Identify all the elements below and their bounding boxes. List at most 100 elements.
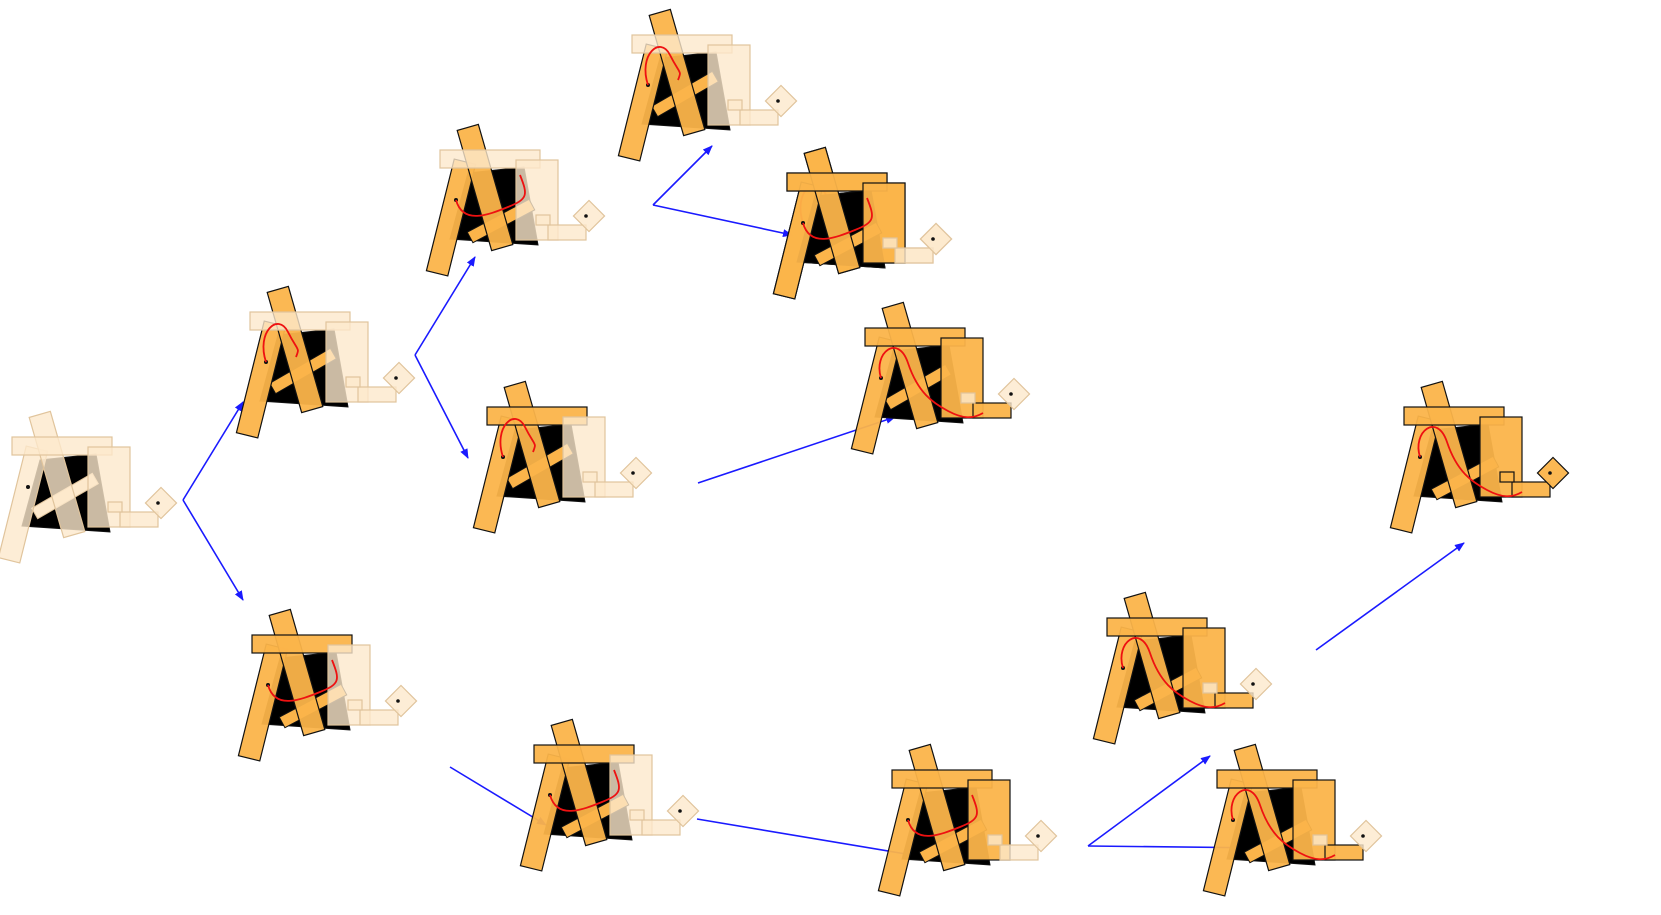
edge-s1-to-s2 xyxy=(414,256,476,356)
foot-block xyxy=(119,511,159,528)
small-plate xyxy=(960,392,976,404)
top-beam xyxy=(864,327,966,347)
corner-block xyxy=(1239,667,1273,701)
state-node-s1 xyxy=(235,285,416,439)
trajectory-path xyxy=(1417,426,1523,498)
corner-dot xyxy=(1548,471,1552,475)
top-beam xyxy=(439,149,541,169)
top-beam xyxy=(251,634,353,654)
corner-dot xyxy=(776,99,780,103)
corner-dot xyxy=(631,471,635,475)
trajectory-path xyxy=(499,418,536,458)
state-node-s11 xyxy=(1092,591,1273,745)
small-plate xyxy=(347,699,363,711)
edge-s2-to-s3 xyxy=(652,145,713,206)
corner-block xyxy=(1536,456,1570,490)
small-plate xyxy=(1499,471,1515,483)
small-plate xyxy=(882,237,898,249)
foot-block xyxy=(594,481,634,498)
top-beam xyxy=(1106,617,1208,637)
foot-block xyxy=(739,109,779,126)
state-node-s12 xyxy=(1202,743,1383,897)
small-plate xyxy=(107,501,123,513)
corner-dot xyxy=(1361,834,1365,838)
trajectory-path xyxy=(1120,637,1226,709)
foot-block xyxy=(357,386,397,403)
state-node-s2 xyxy=(425,123,606,277)
trajectory-path xyxy=(455,174,526,217)
corner-dot xyxy=(156,501,160,505)
state-node-s4 xyxy=(472,380,653,534)
corner-dot xyxy=(396,699,400,703)
trajectory-path xyxy=(644,46,681,86)
state-node-s9 xyxy=(519,718,700,872)
corner-dot xyxy=(1036,834,1040,838)
top-beam xyxy=(249,311,351,331)
state-node-s8 xyxy=(237,608,418,762)
small-plate xyxy=(629,809,645,821)
foot-block xyxy=(641,819,681,836)
corner-block xyxy=(619,456,653,490)
foot-block xyxy=(894,247,934,264)
corner-dot xyxy=(1251,682,1255,686)
top-beam xyxy=(1216,769,1318,789)
small-plate xyxy=(582,471,598,483)
corner-block xyxy=(919,222,953,256)
trajectory-path xyxy=(1230,789,1336,861)
corner-block xyxy=(764,84,798,118)
small-plate xyxy=(1202,682,1218,694)
corner-block xyxy=(1349,819,1383,853)
state-node-s6 xyxy=(772,146,953,300)
joint-dot xyxy=(26,485,30,489)
state-node-s0 xyxy=(0,410,178,564)
corner-dot xyxy=(394,376,398,380)
corner-dot xyxy=(678,809,682,813)
foot-block xyxy=(547,224,587,241)
corner-dot xyxy=(931,237,935,241)
edge-s8-to-s9 xyxy=(449,766,547,826)
small-plate xyxy=(345,376,361,388)
nodes-layer xyxy=(0,8,1570,897)
top-beam xyxy=(533,744,635,764)
small-plate xyxy=(535,214,551,226)
state-node-s7 xyxy=(850,301,1031,455)
corner-dot xyxy=(584,214,588,218)
state-node-s3 xyxy=(617,8,798,162)
corner-block xyxy=(572,199,606,233)
trajectory-path xyxy=(907,794,978,837)
corner-block xyxy=(382,361,416,395)
corner-block xyxy=(1024,819,1058,853)
small-plate xyxy=(1312,834,1328,846)
corner-block xyxy=(997,377,1031,411)
corner-block xyxy=(144,486,178,520)
top-beam xyxy=(786,172,888,192)
small-plate xyxy=(727,99,743,111)
top-beam xyxy=(1403,406,1505,426)
trajectory-path xyxy=(262,323,299,363)
top-beam xyxy=(891,769,993,789)
state-node-s10 xyxy=(877,743,1058,897)
edge-s0-to-s1 xyxy=(182,401,244,501)
tall-block xyxy=(1479,416,1523,498)
trajectory-path xyxy=(878,347,984,419)
corner-dot xyxy=(1009,392,1013,396)
edge-s9-to-s10 xyxy=(696,818,919,859)
top-beam xyxy=(486,406,588,426)
edge-s2-to-s6 xyxy=(652,204,793,238)
top-beam xyxy=(631,34,733,54)
foot-block xyxy=(359,709,399,726)
trajectory-path xyxy=(267,659,338,702)
edge-s10-to-s11 xyxy=(1087,755,1211,847)
top-beam xyxy=(11,436,113,456)
small-plate xyxy=(987,834,1003,846)
edge-s1-to-s4 xyxy=(414,354,469,459)
state-node-s13 xyxy=(1389,380,1570,534)
corner-block xyxy=(384,684,418,718)
edge-s0-to-s8 xyxy=(182,499,244,601)
corner-block xyxy=(666,794,700,828)
foot-block xyxy=(999,844,1039,861)
trajectory-path xyxy=(802,197,873,240)
edge-s11-to-s13 xyxy=(1315,542,1465,651)
